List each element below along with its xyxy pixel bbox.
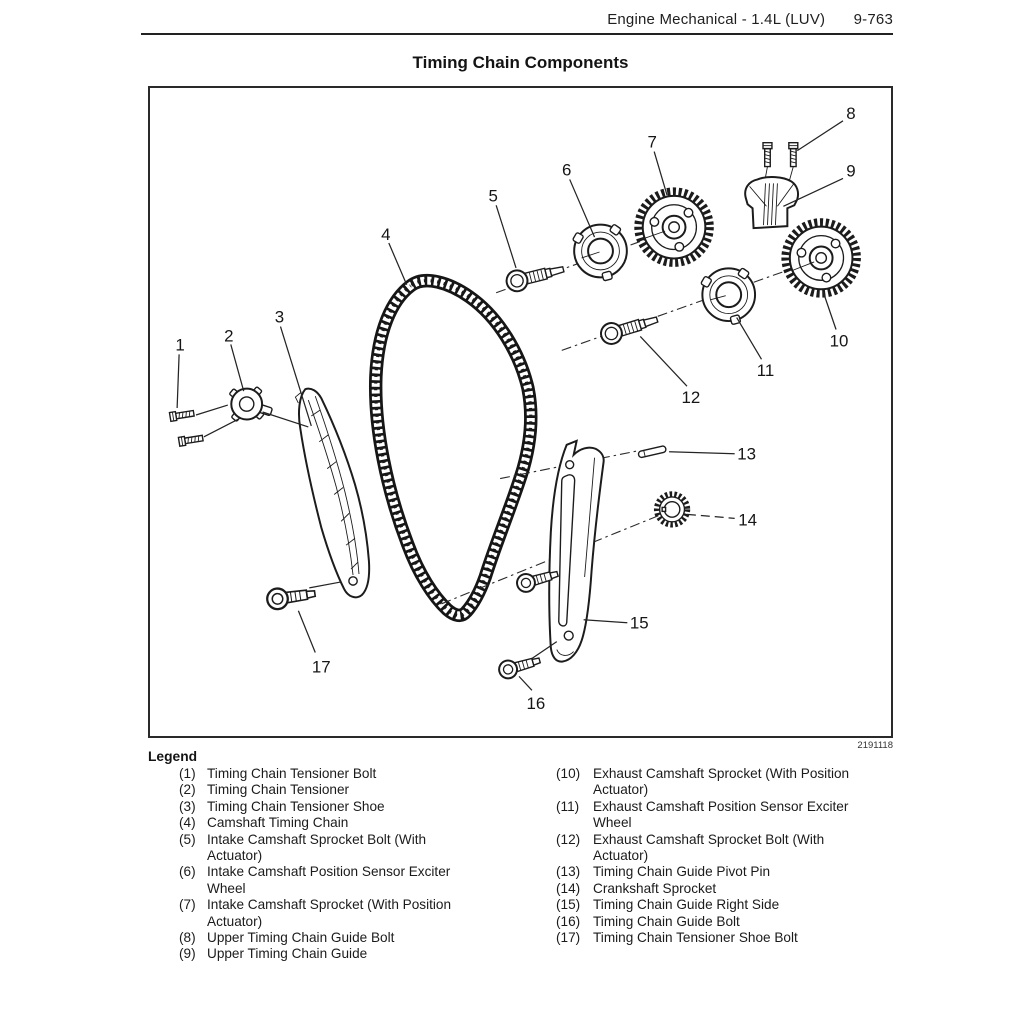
legend-item-text: Timing Chain Guide Right Side: [593, 897, 780, 913]
legend-heading: Legend: [148, 749, 198, 764]
legend-item: (3) Timing Chain Tensioner Shoe: [179, 799, 479, 815]
legend-item-number: (14): [556, 880, 581, 896]
intake-position-sensor-exciter-wheel: [571, 223, 628, 282]
timing-chain-guide-pivot-pin: [637, 445, 667, 459]
legend-item-text: Timing Chain Guide Pivot Pin: [593, 864, 771, 880]
callout-leader-lines: [176, 120, 844, 691]
legend-item: (13) Timing Chain Guide Pivot Pin: [556, 864, 878, 880]
legend-item-text: Timing Chain Tensioner Shoe: [207, 798, 385, 814]
figure-title: Timing Chain Components: [412, 53, 629, 72]
legend-item: (10) Exhaust Camshaft Sprocket (With Posi…: [556, 766, 878, 799]
legend-item-text: Upper Timing Chain Guide Bolt: [207, 930, 395, 946]
legend-item-text: Timing Chain Tensioner Shoe Bolt: [593, 930, 798, 946]
legend-item-number: (12): [556, 831, 581, 847]
legend-item-number: (4): [179, 815, 196, 831]
legend-item-number: (2): [179, 782, 196, 798]
legend-item-number: (13): [556, 864, 581, 880]
legend-item-text: Crankshaft Sprocket: [593, 880, 717, 896]
legend-item: (9) Upper Timing Chain Guide: [179, 946, 479, 962]
legend-item-number: (3): [179, 798, 196, 814]
callout-labels: 1 2 3 4 5 6 7 8 9 10 11 12 13 14 15 16 1…: [175, 104, 855, 713]
callout-8: 8: [846, 104, 855, 123]
intake-camshaft-sprocket-bolt: [503, 258, 567, 295]
callout-2: 2: [224, 326, 233, 345]
legend-item-text: Exhaust Camshaft Position Sensor Exciter…: [593, 798, 849, 831]
callout-1: 1: [175, 335, 184, 354]
callout-16: 16: [527, 694, 546, 713]
legend-item-text: Intake Camshaft Sprocket (With Position …: [207, 897, 452, 929]
legend-columns: (1) Timing Chain Tensioner Bolt (2) Timing…: [148, 766, 938, 963]
legend-item-text: Intake Camshaft Sprocket Bolt (With Actu…: [207, 831, 427, 864]
legend-item: (2) Timing Chain Tensioner: [179, 782, 479, 798]
crankshaft-sprocket: [653, 491, 691, 528]
legend-item-text: Upper Timing Chain Guide: [207, 946, 368, 962]
callout-5: 5: [488, 186, 497, 205]
exhaust-camshaft-sprocket-bolt: [597, 308, 662, 348]
legend-item-number: (15): [556, 897, 581, 913]
legend-item-number: (16): [556, 913, 581, 929]
legend-item: (12) Exhaust Camshaft Sprocket Bolt (With…: [556, 832, 878, 865]
legend-item-text: Exhaust Camshaft Sprocket Bolt (With Act…: [593, 831, 825, 864]
callout-9: 9: [846, 161, 855, 180]
header-page-number: 9-763: [853, 11, 893, 28]
callout-6: 6: [562, 160, 571, 179]
callout-12: 12: [682, 388, 701, 407]
legend-item: (4) Camshaft Timing Chain: [179, 815, 479, 831]
page-header: Engine Mechanical - 1.4L (LUV) 9-763: [148, 11, 893, 28]
exhaust-camshaft-sprocket: [785, 222, 857, 294]
legend-item-text: Timing Chain Tensioner Bolt: [207, 766, 377, 781]
callout-14: 14: [738, 510, 757, 529]
header-rule: [141, 33, 893, 36]
legend-column-right: (10) Exhaust Camshaft Sprocket (With Posi…: [556, 766, 878, 946]
legend-column-left: (1) Timing Chain Tensioner Bolt (2) Timing…: [179, 766, 479, 963]
legend-item: (6) Intake Camshaft Position Sensor Excit…: [179, 864, 479, 897]
legend-item-number: (11): [556, 798, 580, 814]
legend-item-number: (17): [556, 930, 581, 946]
callout-17: 17: [312, 657, 331, 676]
assembly-lines: [195, 230, 815, 659]
timing-chain-tensioner-shoe: [294, 387, 371, 599]
upper-timing-chain-guide: [744, 176, 800, 230]
figure-number: 2191118: [857, 740, 893, 751]
legend-item-number: (8): [179, 930, 196, 946]
figure-frame: 1 2 3 4 5 6 7 8 9 10 11 12 13 14 15 16 1…: [148, 86, 893, 738]
legend: Legend (1) Timing Chain Tensioner Bolt (2…: [148, 749, 938, 963]
legend-item: (16) Timing Chain Guide Bolt: [556, 914, 878, 930]
callout-3: 3: [275, 308, 284, 327]
legend-item-number: (9): [179, 946, 196, 962]
legend-item-text: Exhaust Camshaft Sprocket (With Position…: [593, 766, 850, 798]
legend-item: (11) Exhaust Camshaft Position Sensor Exc…: [556, 799, 878, 832]
legend-item-text: Intake Camshaft Position Sensor Exciter …: [207, 864, 451, 896]
timing-chain-tensioner: [229, 386, 273, 422]
legend-item: (5) Intake Camshaft Sprocket Bolt (With A…: [179, 832, 479, 865]
legend-item-text: Timing Chain Tensioner: [207, 782, 350, 798]
legend-item-text: Timing Chain Guide Bolt: [593, 913, 740, 929]
legend-item: (7) Intake Camshaft Sprocket (With Positi…: [179, 897, 479, 930]
timing-chain-guide-right-side: [548, 439, 605, 663]
legend-item: (14) Crankshaft Sprocket: [556, 881, 878, 897]
intake-camshaft-sprocket: [638, 191, 710, 263]
camshaft-timing-chain: [368, 273, 538, 623]
legend-item: (1) Timing Chain Tensioner Bolt: [179, 766, 479, 782]
callout-10: 10: [830, 331, 849, 350]
legend-item: (15) Timing Chain Guide Right Side: [556, 897, 878, 913]
legend-item-number: (1): [179, 766, 196, 781]
legend-item-number: (10): [556, 766, 581, 781]
legend-item: (17) Timing Chain Tensioner Shoe Bolt: [556, 930, 878, 946]
callout-13: 13: [737, 445, 756, 464]
legend-item-number: (6): [179, 864, 196, 880]
callout-11: 11: [757, 361, 775, 380]
timing-chain-tensioner-shoe-bolt: [264, 582, 318, 612]
exploded-diagram: 1 2 3 4 5 6 7 8 9 10 11 12 13 14 15 16 1…: [168, 104, 891, 713]
callout-15: 15: [630, 614, 649, 633]
callout-7: 7: [647, 133, 656, 152]
legend-item-number: (7): [179, 897, 196, 913]
legend-item-text: Camshaft Timing Chain: [207, 815, 349, 831]
legend-item-number: (5): [179, 831, 196, 847]
callout-4: 4: [381, 225, 390, 244]
legend-item: (8) Upper Timing Chain Guide Bolt: [179, 930, 479, 946]
exhaust-position-sensor-exciter-wheel: [699, 266, 757, 326]
header-section-title: Engine Mechanical - 1.4L (LUV): [607, 11, 826, 28]
